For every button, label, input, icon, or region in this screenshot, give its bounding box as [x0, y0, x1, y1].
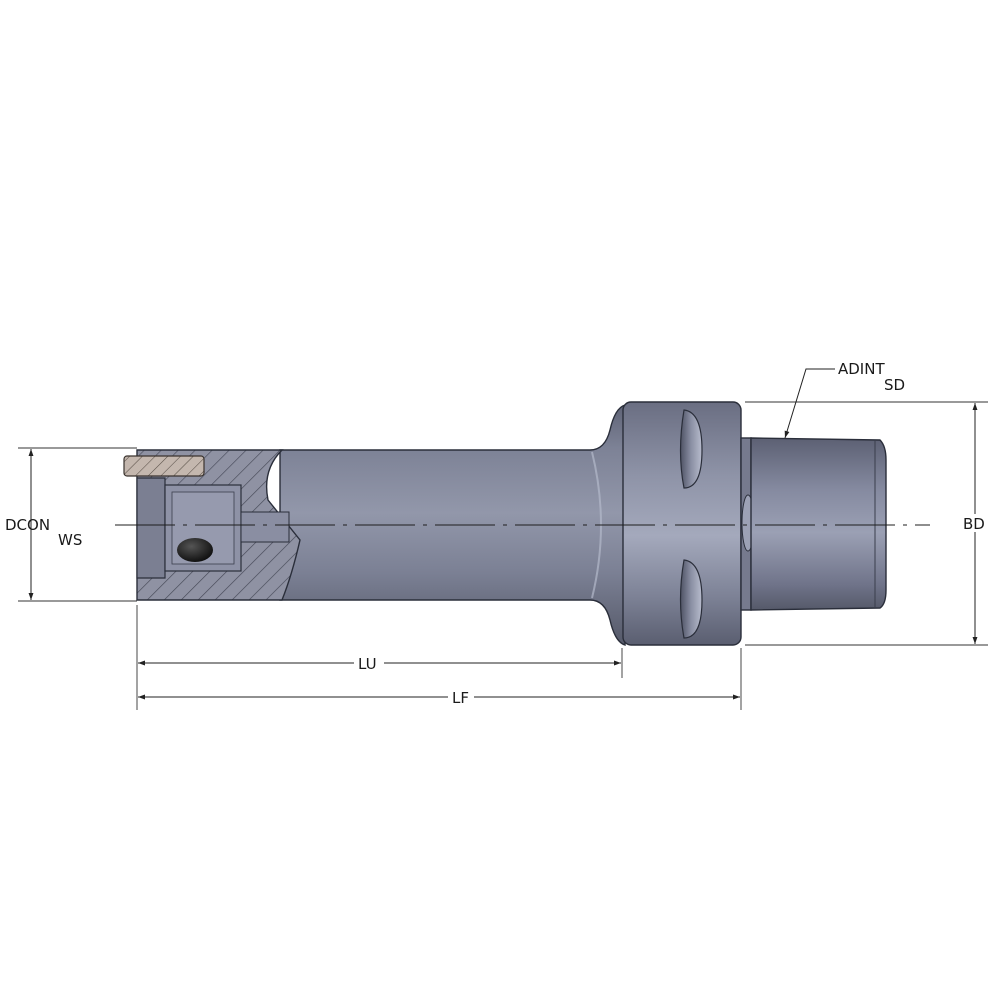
tool-body — [123, 401, 887, 646]
taper-shank — [750, 437, 887, 611]
ball-detent — [177, 538, 213, 562]
drive-slot-bottom — [679, 559, 703, 639]
adint-leader — [784, 368, 835, 439]
adint-label: ADINT — [838, 360, 885, 378]
dcon-label: DCON — [5, 516, 50, 534]
lu-label: LU — [358, 655, 377, 673]
lf-label: LF — [452, 689, 469, 707]
drive-key — [123, 455, 205, 477]
ws-label: WS — [58, 531, 82, 549]
coolant-channel — [240, 511, 290, 543]
dimensions: DCON WS LU LF BD ADINT SD — [5, 360, 991, 710]
bd-label: BD — [963, 515, 985, 533]
bore-cavity — [136, 477, 166, 579]
sd-label: SD — [884, 376, 905, 394]
drive-slot-top — [679, 409, 703, 489]
